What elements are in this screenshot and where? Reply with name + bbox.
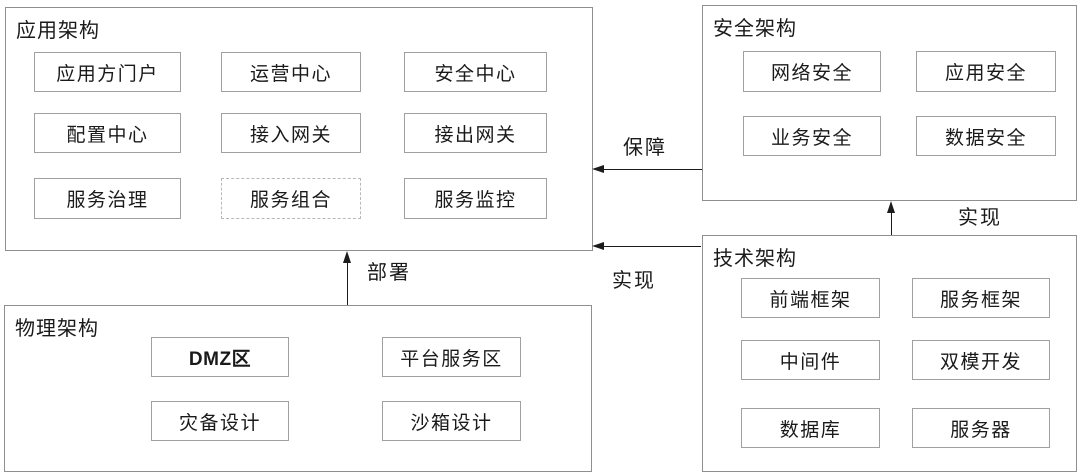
node-application-security: 应用安全 [916,51,1056,92]
application-architecture-title: 应用架构 [16,20,100,42]
group-technology-architecture: 技术架构 前端框架 服务框架 中间件 双模开发 数据库 服务器 [702,235,1077,472]
realize-bottom-arrowhead-icon [592,242,604,250]
realize-top-arrowhead-icon [887,201,895,213]
guarantee-arrowhead-icon [592,165,604,173]
node-platform-service-zone: 平台服务区 [382,337,521,377]
realize-bottom-arrow-line [597,246,701,247]
guarantee-arrow-label: 保障 [623,137,667,159]
node-config-center: 配置中心 [34,113,181,153]
group-physical-architecture: 物理架构 DMZ区 平台服务区 灾备设计 沙箱设计 [4,305,592,472]
node-sandbox-design: 沙箱设计 [382,401,521,441]
group-application-architecture: 应用架构 应用方门户 运营中心 安全中心 配置中心 接入网关 接出网关 服务治理… [5,7,593,251]
node-business-security: 业务安全 [743,116,881,156]
node-server: 服务器 [912,408,1050,448]
node-operations-center: 运营中心 [221,52,361,92]
node-database: 数据库 [741,408,880,448]
realize-bottom-arrow-label: 实现 [612,270,656,292]
node-service-framework: 服务框架 [912,278,1050,318]
node-app-portal: 应用方门户 [34,52,181,92]
deploy-arrow-label: 部署 [367,262,411,284]
node-network-security: 网络安全 [743,51,881,92]
node-service-governance: 服务治理 [34,178,181,219]
node-security-center: 安全中心 [404,52,547,92]
physical-architecture-title: 物理架构 [15,318,99,340]
group-security-architecture: 安全架构 网络安全 应用安全 业务安全 数据安全 [702,5,1077,201]
node-middleware: 中间件 [741,340,880,380]
node-dual-mode-development: 双模开发 [912,340,1050,380]
deploy-arrow-line [347,258,348,305]
node-service-monitoring: 服务监控 [404,178,547,219]
realize-top-arrow-line [891,208,892,235]
node-data-security: 数据安全 [916,116,1056,156]
node-disaster-recovery-design: 灾备设计 [151,401,289,441]
realize-top-arrow-label: 实现 [958,207,1002,229]
guarantee-arrow-line [597,169,702,170]
node-inbound-gateway: 接入网关 [221,113,361,153]
security-architecture-title: 安全架构 [713,18,797,40]
node-dmz-zone: DMZ区 [151,337,289,377]
node-outbound-gateway: 接出网关 [404,113,547,153]
node-frontend-framework: 前端框架 [741,278,880,318]
technology-architecture-title: 技术架构 [713,248,797,270]
deploy-arrowhead-icon [343,251,351,263]
node-service-composition: 服务组合 [221,178,361,219]
